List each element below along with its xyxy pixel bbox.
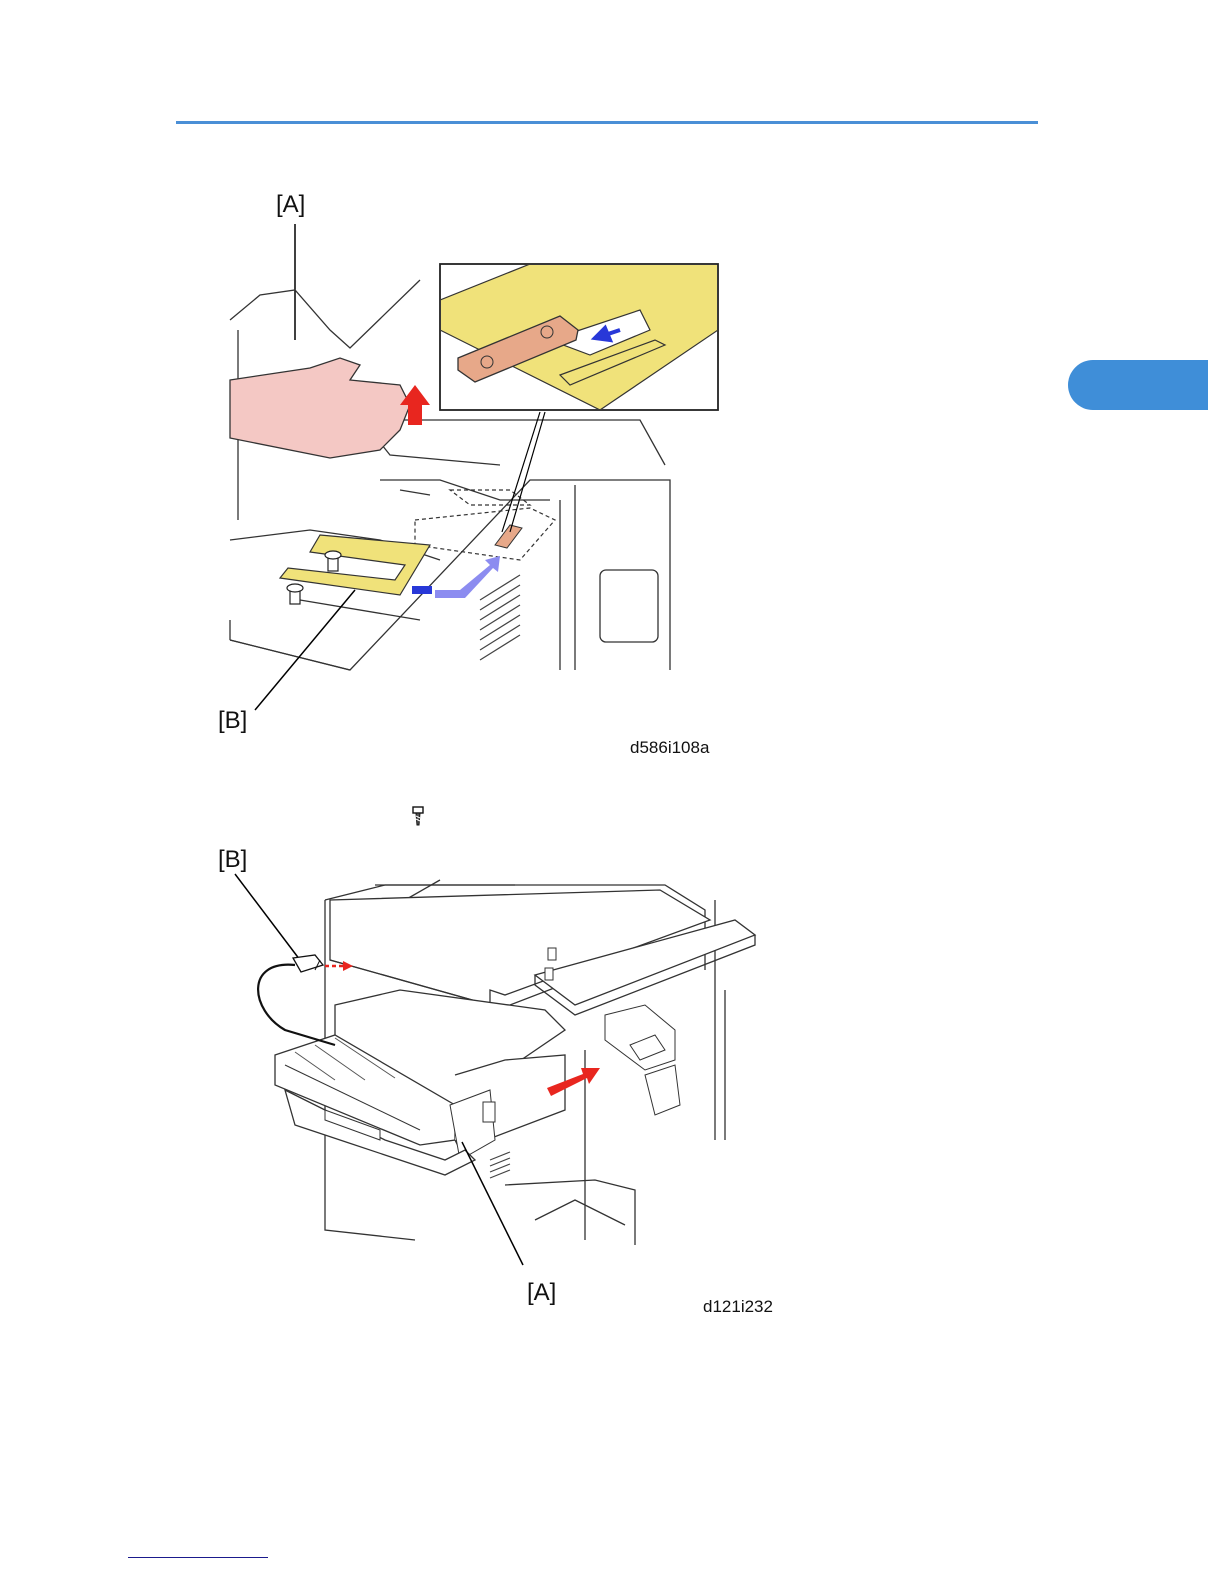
- figure-2-code: d121i232: [703, 1297, 773, 1316]
- figure-1-illustration: [A]: [200, 180, 740, 770]
- figure-2: [B]: [205, 840, 795, 1320]
- footer-rule: [128, 1557, 268, 1558]
- figure-1-label-b: [B]: [218, 707, 247, 734]
- figure-1-label-a: [A]: [276, 191, 305, 218]
- figure-2-label-b: [B]: [218, 846, 247, 873]
- figure-1: [A]: [200, 180, 740, 770]
- hand-icon: [230, 358, 410, 458]
- chapter-tab: [1068, 360, 1208, 410]
- header-rule: [176, 121, 1038, 124]
- screw-icon: [410, 805, 426, 827]
- figure-1-code: d586i108a: [630, 738, 710, 757]
- figure-2-illustration: [B]: [205, 840, 795, 1320]
- figure-2-label-a: [A]: [527, 1279, 556, 1306]
